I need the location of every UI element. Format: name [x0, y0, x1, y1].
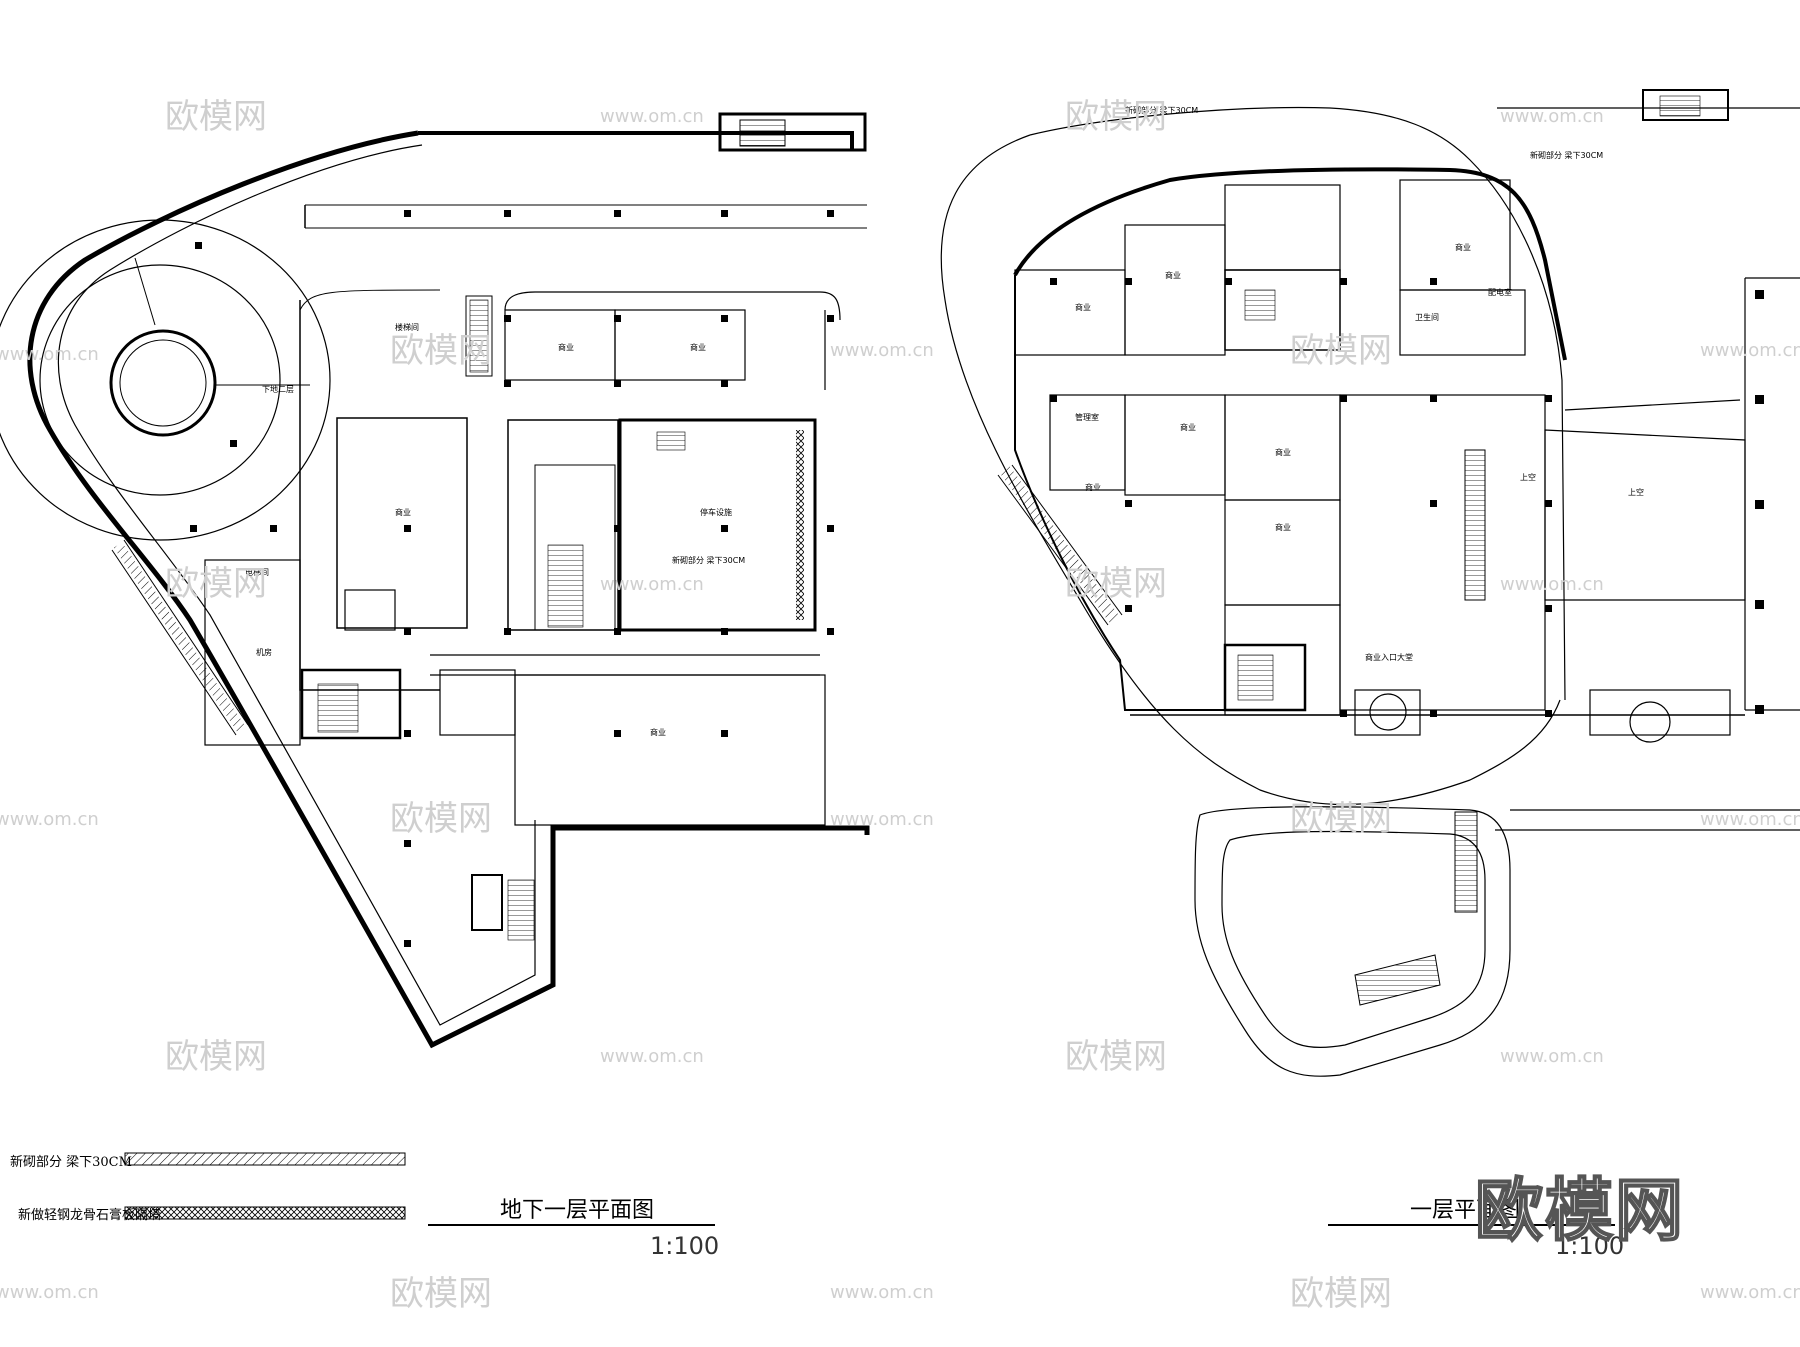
- watermark-url: www.om.cn: [1500, 574, 1604, 595]
- watermark-brand: 欧模网: [1065, 97, 1167, 137]
- b1-room-label: 商业: [690, 342, 706, 352]
- watermark-url: www.om.cn: [600, 106, 704, 127]
- watermark-url: www.om.cn: [830, 1282, 934, 1303]
- f1-room-label: 商业: [1165, 270, 1181, 280]
- watermark-url: www.om.cn: [1700, 1282, 1800, 1303]
- legend-label-new-masonry: 新砌部分 梁下30CM: [10, 1155, 132, 1170]
- b1-room-label: 下地二层: [262, 384, 294, 394]
- watermark-brand: 欧模网: [390, 799, 492, 839]
- plan-title-f1: 一层平面图: [1410, 1198, 1521, 1223]
- watermark-brand: 欧模网: [390, 1274, 492, 1314]
- b1-room-label: 机房: [256, 647, 272, 657]
- b1-room-label: 新砌部分 梁下30CM: [672, 555, 745, 565]
- watermark-brand: 欧模网: [1065, 564, 1167, 604]
- plan-scale-b1: 1:100: [650, 1232, 720, 1260]
- watermark-url: www.om.cn: [1500, 106, 1604, 127]
- f1-room-label: 商业: [1455, 242, 1471, 252]
- watermark-brand: 欧模网: [1065, 1037, 1167, 1077]
- watermark-brand: 欧模网: [165, 97, 267, 137]
- watermark-brand: 欧模网: [165, 1037, 267, 1077]
- f1-room-label: 管理室: [1075, 412, 1099, 422]
- watermark-layer: 欧模网 www.om.cn 欧模网 www.om.cn www.om.cn 欧模…: [0, 97, 1800, 1314]
- watermark-brand: 欧模网: [1290, 799, 1392, 839]
- watermark-brand: 欧模网: [1290, 331, 1392, 371]
- legend-swatch-diagonal: [124, 1152, 406, 1166]
- f1-room-label: 商业: [1275, 522, 1291, 532]
- legend-swatches: [124, 1152, 406, 1220]
- f1-room-label: 配电室: [1488, 287, 1512, 297]
- f1-room-label: 商业: [1275, 447, 1291, 457]
- watermark-url: www.om.cn: [0, 1282, 99, 1303]
- b1-room-label: 商业: [558, 342, 574, 352]
- f1-room-label: 卫生间: [1415, 312, 1439, 322]
- f1-room-label: 新砌部分 梁下30CM: [1530, 150, 1603, 160]
- watermark-url: www.om.cn: [600, 574, 704, 595]
- f1-room-label: 商业入口大堂: [1365, 652, 1413, 662]
- b1-room-label: 楼梯间: [395, 322, 419, 332]
- watermark-url: www.om.cn: [1700, 340, 1800, 361]
- watermark-url: www.om.cn: [0, 809, 99, 830]
- b1-room-label: 电梯间: [245, 567, 269, 577]
- f1-room-label: 商业: [1180, 422, 1196, 432]
- brand-logo-watermark: 欧模网: [1474, 1171, 1686, 1252]
- f1-room-label: 商业: [1075, 302, 1091, 312]
- legend-swatch-cross: [124, 1206, 406, 1220]
- f1-room-label: 商业: [1085, 482, 1101, 492]
- plan-scale-f1: 1:100: [1555, 1232, 1625, 1260]
- b1-room-label: 商业: [650, 727, 666, 737]
- b1-room-label: 商业: [395, 507, 411, 517]
- f1-room-label: 上空: [1520, 472, 1536, 482]
- f1-room-label: 上空: [1628, 487, 1644, 497]
- f1-room-labels: 新砌部分 梁下30CM 新砌部分 梁下30CM 商业 商业 商业 商业 商业 商…: [1075, 105, 1644, 662]
- ground-floor-plan: [940, 89, 1800, 1077]
- watermark-url: www.om.cn: [830, 340, 934, 361]
- plan-title-b1: 地下一层平面图: [500, 1198, 655, 1223]
- watermark-brand: 欧模网: [165, 564, 267, 604]
- watermark-url: www.om.cn: [1700, 809, 1800, 830]
- f1-room-label: 新砌部分 梁下30CM: [1125, 105, 1198, 115]
- legend-label-light-steel-partition: 新做轻钢龙骨石膏板隔墙: [18, 1208, 162, 1223]
- b1-room-label: 停车设施: [700, 507, 732, 517]
- basement-floor-plan: [0, 112, 870, 1049]
- watermark-brand: 欧模网: [1290, 1274, 1392, 1314]
- watermark-url: www.om.cn: [1500, 1046, 1604, 1067]
- watermark-brand: 欧模网: [390, 331, 492, 371]
- watermark-url: www.om.cn: [600, 1046, 704, 1067]
- watermark-url: www.om.cn: [0, 344, 99, 365]
- b1-room-labels: 下地二层 商业 商业 商业 停车设施 楼梯间 电梯间 商业 机房 新砌部分 梁下…: [245, 322, 745, 737]
- watermark-url: www.om.cn: [830, 809, 934, 830]
